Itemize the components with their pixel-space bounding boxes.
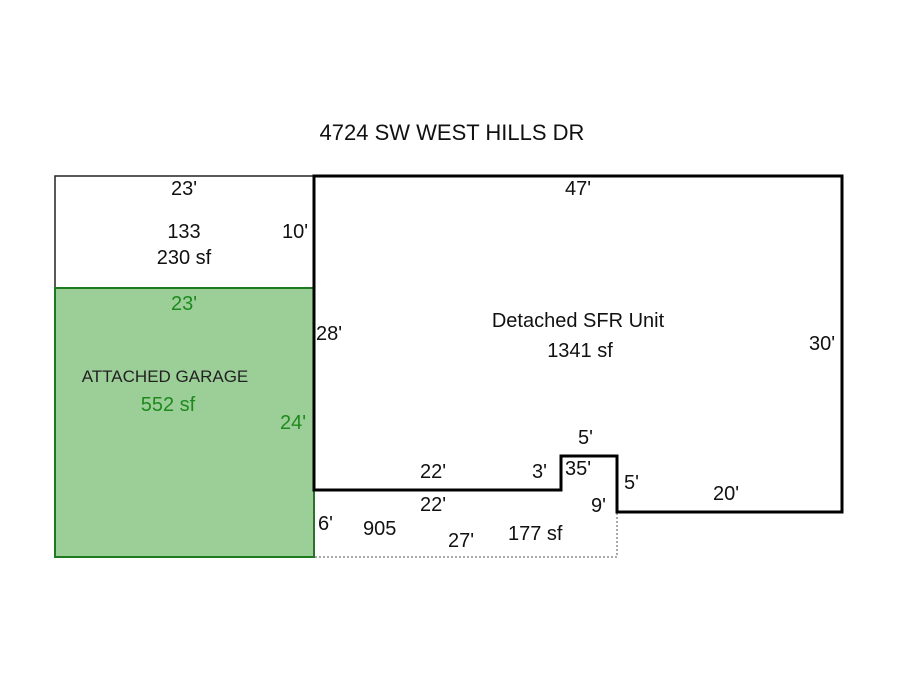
dim-label: 5': [624, 472, 639, 494]
dim-label: 23': [171, 178, 197, 200]
dim-label: 27': [448, 530, 474, 552]
dim-label: 23': [171, 293, 197, 315]
patio-area: 177 sf: [508, 523, 563, 545]
dim-label: 30': [809, 333, 835, 355]
dim-label: 20': [713, 483, 739, 505]
area-size: 230 sf: [157, 247, 212, 269]
dim-label: 22': [420, 494, 446, 516]
garage-label: ATTACHED GARAGE: [82, 367, 249, 386]
garage-area: 552 sf: [141, 394, 196, 416]
dim-label: 22': [420, 461, 446, 483]
property-address-title: 4724 SW WEST HILLS DR: [320, 120, 585, 145]
dim-label: 47': [565, 178, 591, 200]
garage-outline: [54, 287, 315, 558]
dim-label: 9': [591, 495, 606, 517]
main-label: Detached SFR Unit: [492, 310, 665, 332]
dim-label: 35': [565, 458, 591, 480]
area-code: 133: [167, 221, 200, 243]
area-133-outline: [54, 175, 315, 289]
patio-outline: [313, 490, 618, 558]
dim-label: 3': [532, 461, 547, 483]
dim-label: 10': [282, 221, 308, 243]
main-area: 1341 sf: [547, 340, 613, 362]
patio-code: 905: [363, 518, 396, 540]
main-building-outline: [312, 174, 844, 514]
dim-label: 5': [578, 427, 593, 449]
dim-label: 6': [318, 513, 333, 535]
dim-label: 28': [316, 323, 342, 345]
dim-label: 24': [280, 412, 306, 434]
